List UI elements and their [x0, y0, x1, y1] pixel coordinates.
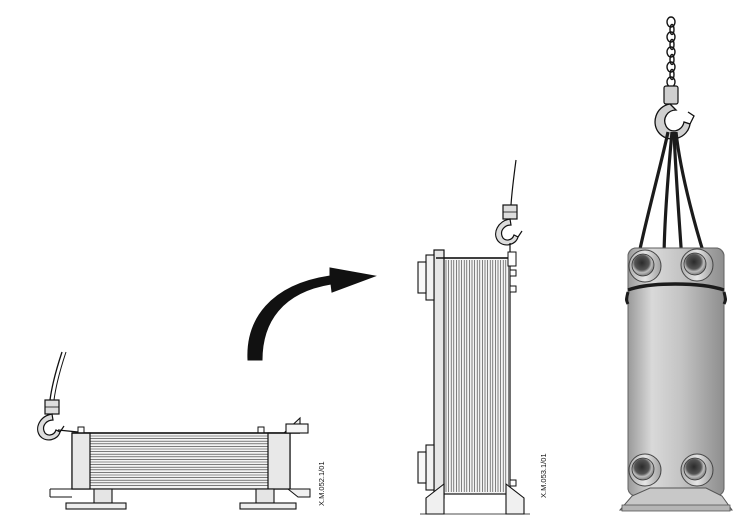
vertical-heat-exchanger: X.M.053.1/01 — [417, 159, 548, 515]
chain-link — [666, 61, 676, 73]
plate-pack — [441, 257, 511, 495]
chain-icon — [666, 16, 676, 88]
port-top-left — [628, 249, 662, 283]
chain-link — [669, 53, 675, 66]
hoisted-heat-exchanger — [618, 16, 733, 512]
crane-hook-icon — [37, 399, 65, 441]
horizontal-heat-exchanger: X.M.052.1/01 — [37, 351, 326, 510]
plate-lines — [445, 260, 509, 492]
lifting-rope — [510, 159, 517, 206]
chain-link — [669, 68, 675, 81]
chain-link — [666, 31, 676, 43]
chain-link — [669, 23, 675, 36]
curved-arrow-icon — [247, 267, 377, 361]
plate-pack — [71, 432, 291, 490]
lifting-rope — [49, 351, 63, 401]
crane-hook-icon — [495, 204, 523, 246]
crane-hook-icon — [654, 85, 695, 140]
port-top-right — [680, 248, 714, 282]
chain-link — [669, 38, 675, 51]
port-bottom-right — [680, 453, 714, 487]
base-stand — [618, 487, 733, 511]
figure-code: X.M.053.1/01 — [539, 453, 548, 498]
port-bottom-left — [628, 453, 662, 487]
figure-code: X.M.052.1/01 — [317, 461, 326, 506]
plate-lines — [90, 435, 268, 486]
chain-link — [666, 16, 676, 28]
chain-link — [666, 46, 676, 58]
